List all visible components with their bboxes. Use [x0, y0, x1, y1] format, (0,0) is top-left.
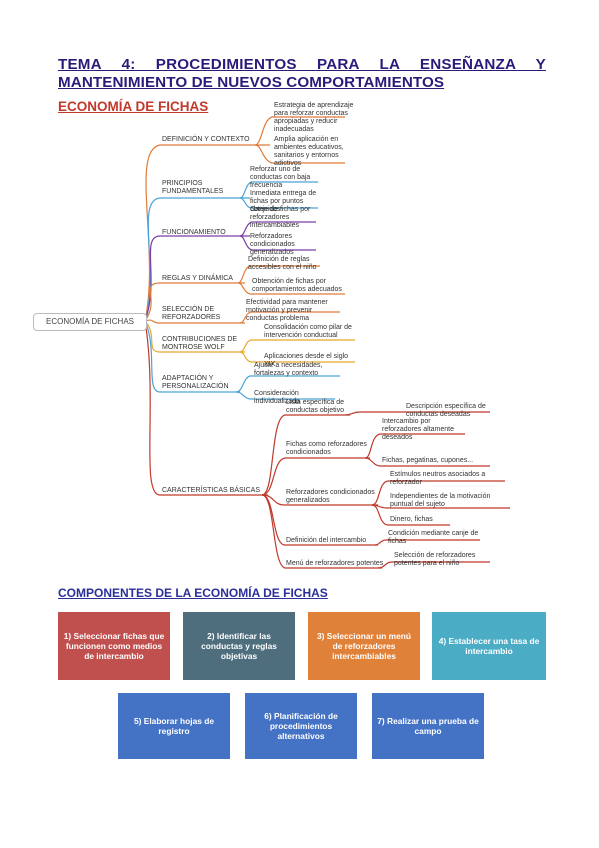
component-box-4: 4) Establecer una tasa de intercambio	[432, 612, 546, 680]
leaf-condicion-canje: Condición mediante canje de fichas	[388, 530, 479, 545]
leaf-adaptacion-1: Ajuste a necesidades, fortalezas y conte…	[254, 362, 323, 377]
component-box-3: 3) Seleccionar un menú de reforzadores i…	[308, 612, 420, 680]
branch-reglas: REGLAS Y DINÁMICA	[162, 275, 233, 282]
sub-definicion-intercambio: Definición del intercambio	[286, 537, 367, 544]
leaf-funcionamiento-1: Canje de fichas por reforzadores interca…	[250, 206, 311, 229]
sub-lista-conductas: Lista específica de conductas objetivo	[286, 399, 344, 414]
sub-reforzadores-generalizados: Reforzadores condicionados generalizados	[286, 489, 375, 504]
component-box-1: 1) Seleccionar fichas que funcionen como…	[58, 612, 170, 680]
leaf-principios-2: Inmediata entrega de fichas por puntos o…	[250, 190, 317, 213]
branch-montrose: CONTRIBUCIONES DE MONTROSE WOLF	[162, 336, 238, 351]
leaf-definicion-2: Amplia aplicación en ambientes educativo…	[274, 136, 344, 167]
leaf-funcionamiento-2: Reforzadores condicionados generalizados	[250, 233, 295, 256]
leaf-seleccion-reforzadores: Selección de reforzadores potentes para …	[394, 552, 476, 567]
leaf-montrose-2: Aplicaciones desde el siglo XIX	[264, 353, 349, 368]
leaf-reglas-1: Definición de reglas accesibles con el n…	[248, 256, 317, 271]
document-title: TEMA 4: PROCEDIMIENTOS PARA LA ENSEÑANZA…	[58, 56, 546, 92]
leaf-principios-1: Reforzar uno de conductas con baja frecu…	[250, 166, 311, 189]
sub-menu-reforzadores: Menú de reforzadores potentes	[286, 560, 384, 567]
branch-definicion: DEFINICIÓN Y CONTEXTO	[162, 136, 250, 143]
leaf-adaptacion-2: Consideración individualizada	[254, 390, 300, 405]
leaf-fichas-pegatinas: Fichas, pegatinas, cupones...	[382, 457, 474, 464]
leaf-seleccion-1: Efectividad para mantener motivación y p…	[246, 299, 328, 322]
branch-seleccion: SELECCIÓN DE REFORZADORES	[162, 306, 221, 321]
branch-adaptacion: ADAPTACIÓN Y PERSONALIZACIÓN	[162, 375, 229, 390]
mindmap-root: ECONOMÍA DE FICHAS	[33, 313, 147, 331]
leaf-estimulos-neutros: Estímulos neutros asociados a reforzador	[390, 471, 486, 486]
component-box-2: 2) Identificar las conductas y reglas ob…	[183, 612, 295, 680]
leaf-intercambio: Intercambio por reforzadores altamente d…	[382, 418, 454, 441]
leaf-definicion-1: Estrategia de aprendizaje para reforzar …	[274, 102, 354, 133]
leaf-montrose-1: Consolidación como pilar de intervención…	[264, 324, 352, 339]
title-line-1: TEMA 4: PROCEDIMIENTOS PARA LA ENSEÑANZA…	[58, 56, 546, 73]
component-box-5: 5) Elaborar hojas de registro	[118, 693, 230, 759]
branch-principios: PRINCIPIOS FUNDAMENTALES	[162, 180, 224, 195]
component-box-7: 7) Realizar una prueba de campo	[372, 693, 484, 759]
leaf-lista-conductas: Descripción específica de conductas dese…	[406, 403, 486, 418]
sub-fichas-reforzadores: Fichas como reforzadores condicionados	[286, 441, 367, 456]
leaf-reglas-2: Obtención de fichas por comportamientos …	[252, 278, 342, 293]
leaf-independientes: Independientes de la motivación puntual …	[390, 493, 491, 508]
leaf-dinero-fichas: Dinero, fichas	[390, 516, 433, 523]
section-title-economia: ECONOMÍA DE FICHAS	[58, 99, 209, 114]
title-line-2: MANTENIMIENTO DE NUEVOS COMPORTAMIENTOS	[58, 74, 445, 91]
branch-funcionamiento: FUNCIONAMIENTO	[162, 229, 226, 236]
component-box-6: 6) Planificación de procedimientos alter…	[245, 693, 357, 759]
section-title-componentes: COMPONENTES DE LA ECONOMÍA DE FICHAS	[58, 586, 328, 600]
branch-caracteristicas: CARACTERÍSTICAS BÁSICAS	[162, 487, 261, 494]
